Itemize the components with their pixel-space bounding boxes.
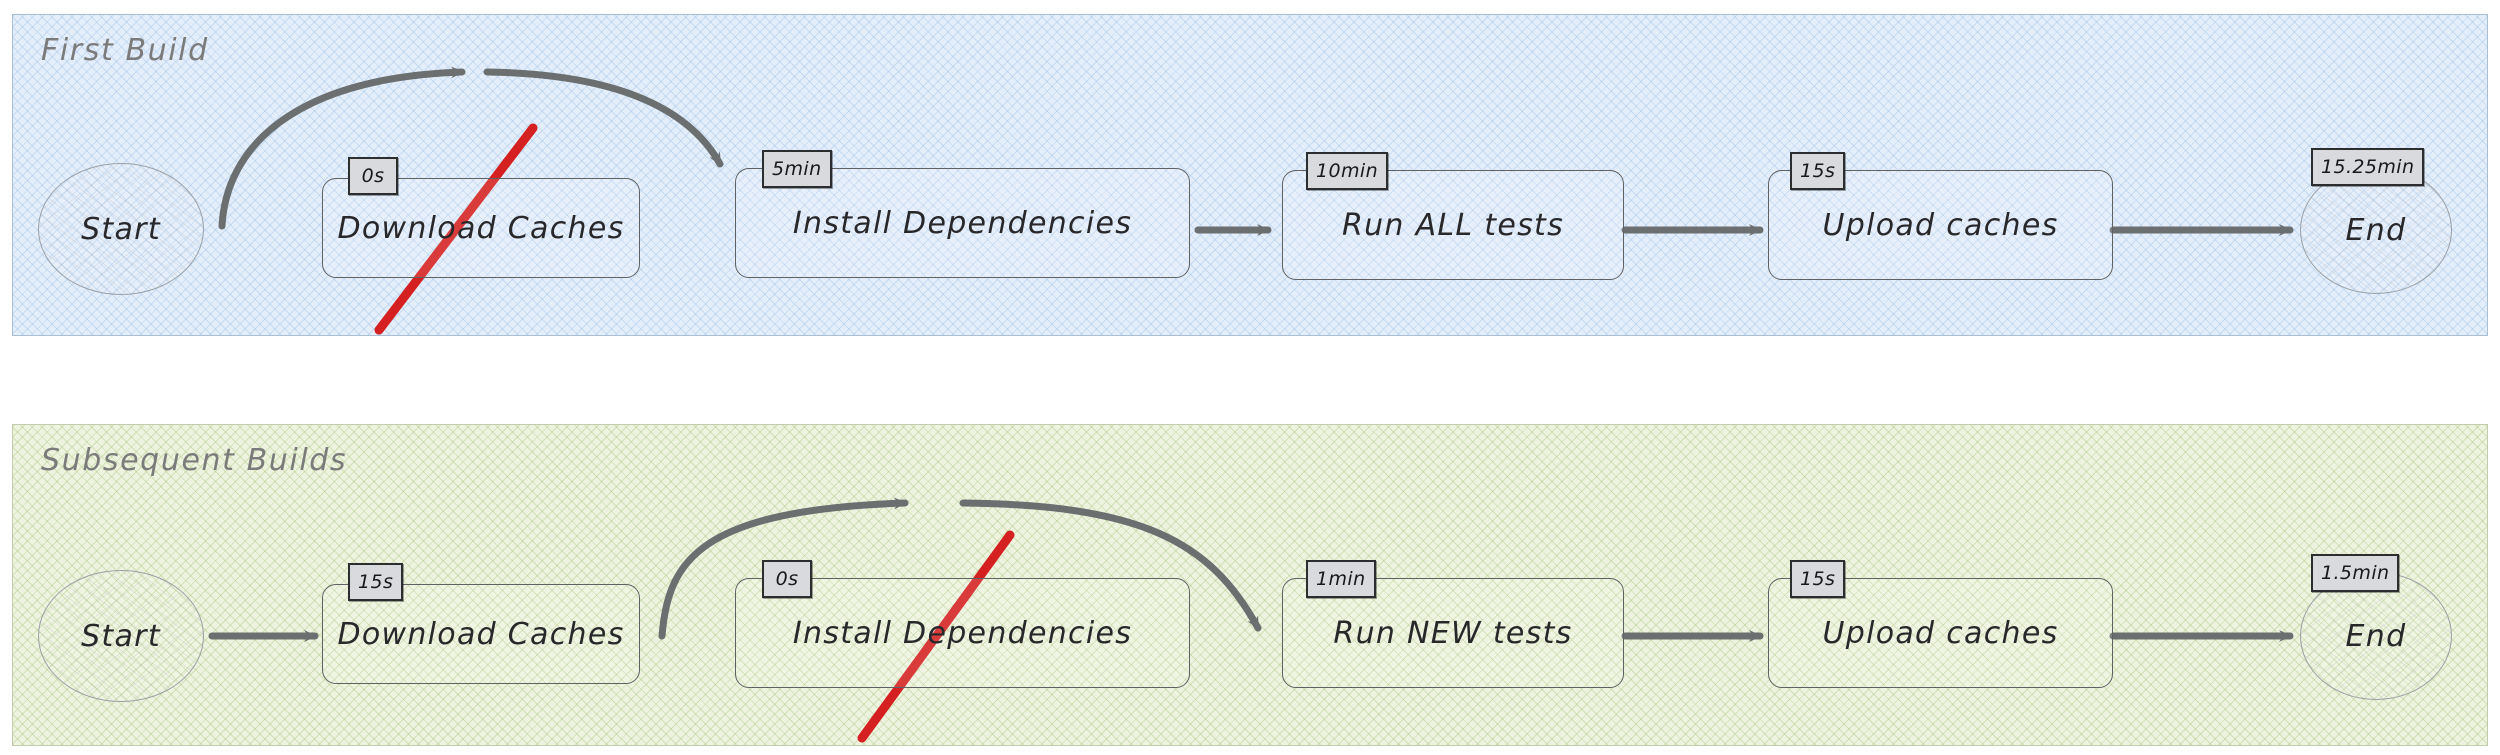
badge-run-new-tests: 1min xyxy=(1306,560,1376,598)
node-label: Upload caches xyxy=(1822,207,2059,243)
node-label: Start xyxy=(81,211,161,247)
badge-label: 10min xyxy=(1316,160,1379,182)
node-label: Run NEW tests xyxy=(1333,615,1573,651)
node-end-first[interactable]: End xyxy=(2300,166,2452,294)
node-end-second[interactable]: End xyxy=(2300,572,2452,700)
badge-end-second: 1.5min xyxy=(2311,554,2400,592)
node-label: Download Caches xyxy=(337,210,625,246)
badge-label: 5min xyxy=(772,158,822,180)
badge-upload-caches-first: 15s xyxy=(1790,152,1846,190)
node-label: Run ALL tests xyxy=(1341,207,1565,243)
badge-download-caches-first: 0s xyxy=(348,157,398,195)
node-start-second[interactable]: Start xyxy=(38,570,204,702)
badge-install-dependencies-second: 0s xyxy=(762,560,812,598)
node-start-first[interactable]: Start xyxy=(38,163,204,295)
node-label: Install Dependencies xyxy=(792,205,1133,241)
badge-label: 15.25min xyxy=(2321,156,2415,178)
badge-download-caches-second: 15s xyxy=(348,563,404,601)
badge-upload-caches-second: 15s xyxy=(1790,560,1846,598)
node-label: Start xyxy=(81,618,161,654)
badge-label: 1.5min xyxy=(2321,562,2390,584)
badge-label: 1min xyxy=(1316,568,1366,590)
node-label: End xyxy=(2345,212,2407,248)
badge-label: 0s xyxy=(775,568,799,590)
badge-label: 0s xyxy=(361,165,385,187)
node-label: Download Caches xyxy=(337,616,625,652)
lane-title-first-build: First Build xyxy=(41,33,209,68)
badge-run-all-tests: 10min xyxy=(1306,152,1389,190)
badge-label: 15s xyxy=(1800,568,1836,590)
badge-label: 15s xyxy=(358,571,394,593)
lane-title-subsequent-builds: Subsequent Builds xyxy=(41,443,348,478)
node-label: Upload caches xyxy=(1822,615,2059,651)
node-label: Install Dependencies xyxy=(792,615,1133,651)
badge-end-first: 15.25min xyxy=(2311,148,2425,186)
badge-install-dependencies-first: 5min xyxy=(762,150,832,188)
node-label: End xyxy=(2345,618,2407,654)
badge-label: 15s xyxy=(1800,160,1836,182)
